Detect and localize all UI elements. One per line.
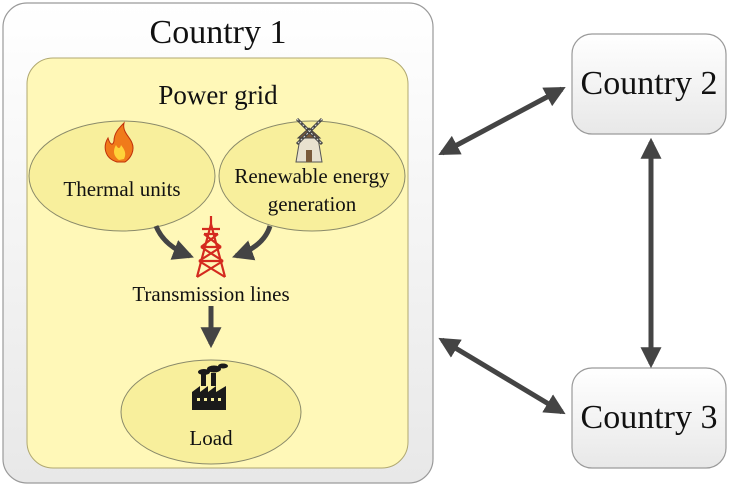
- arrow-thermal-to-transmission: [153, 224, 194, 260]
- country2-box: [571, 33, 727, 135]
- transmission-tower-icon: [195, 216, 227, 278]
- arrow-country1-country2: [438, 86, 566, 156]
- country3-title: Country 3: [580, 399, 718, 436]
- renewable-energy-ellipse: [218, 120, 406, 232]
- country1-title: Country 1: [149, 14, 287, 51]
- arrow-country1-country3: [438, 337, 566, 415]
- load-label: Load: [189, 426, 233, 450]
- windmill-icon: [295, 117, 324, 163]
- renewable-energy-label-line1: Renewable energy: [234, 164, 390, 188]
- thermal-units-ellipse: [28, 120, 216, 232]
- arrow-renewable-to-transmission: [232, 225, 273, 261]
- load-ellipse: [120, 359, 302, 465]
- transmission-lines-label: Transmission lines: [132, 282, 290, 306]
- renewable-energy-label-line2: generation: [267, 192, 357, 216]
- thermal-units-label: Thermal units: [63, 177, 181, 201]
- power-grid-title: Power grid: [158, 80, 278, 110]
- fire-icon: [104, 121, 134, 163]
- country2-title: Country 2: [580, 65, 718, 102]
- factory-icon: [192, 363, 228, 410]
